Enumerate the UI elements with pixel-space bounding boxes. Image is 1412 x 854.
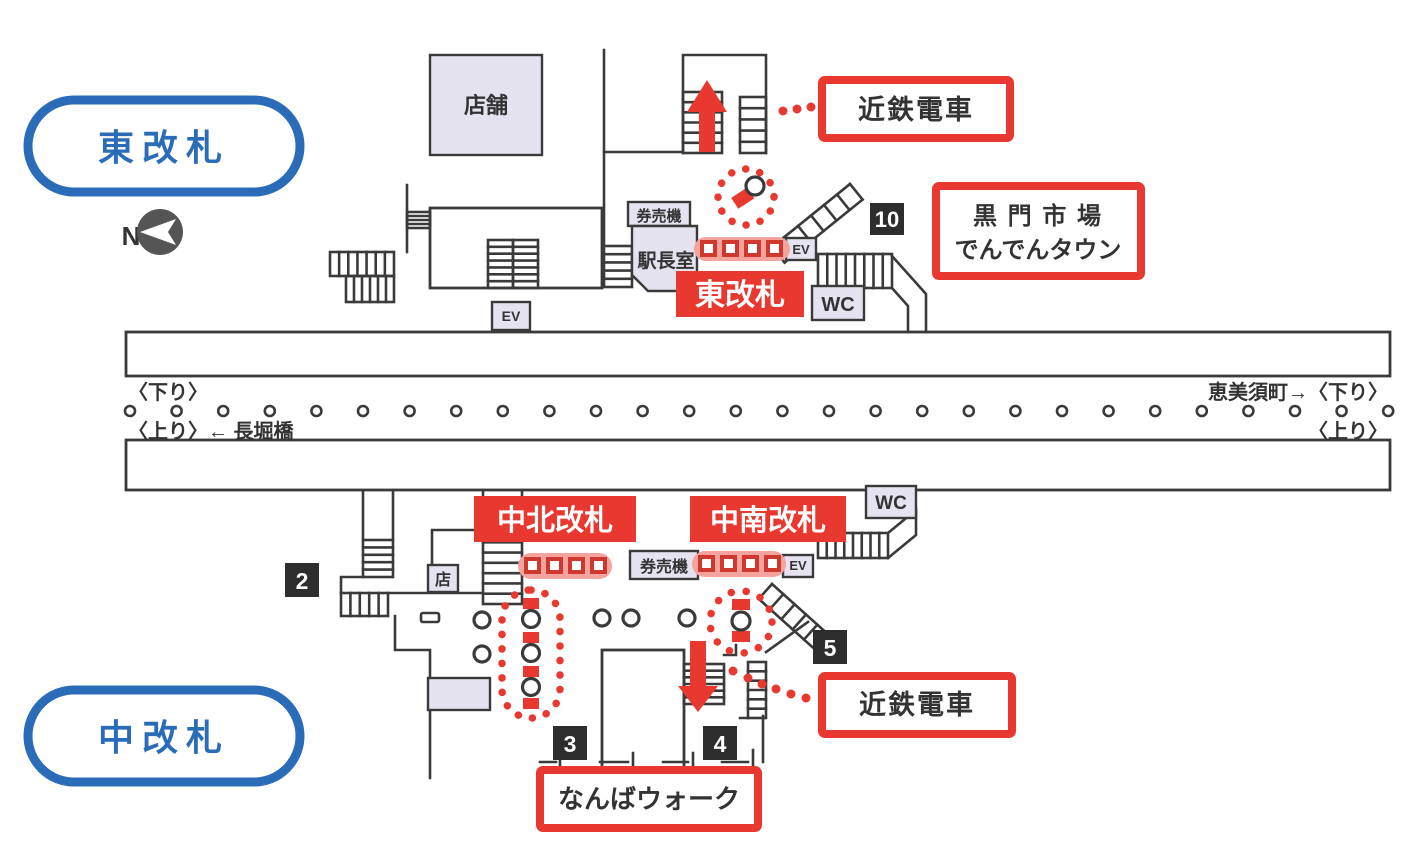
exit-3-number: 3 <box>564 731 577 757</box>
kuromon-denden-box <box>932 182 1145 280</box>
kintetsu-box-top <box>818 76 1014 142</box>
pillar <box>744 175 766 197</box>
elevator-mid-label: EV <box>789 558 807 573</box>
toilet-top-label: WC <box>821 294 854 316</box>
shop-small-label: 店 <box>435 570 451 589</box>
exit-2-badge <box>285 563 319 597</box>
kintetsu-down-arrow <box>678 641 718 712</box>
platform-upper <box>124 330 1392 378</box>
mid-south-gate-label: 中南改札 <box>710 504 826 537</box>
platform-down-right: 恵美須町→〈下り〉 <box>1208 380 1388 404</box>
compass-n-label: N <box>122 221 141 251</box>
station-office-label: 駅長室 <box>636 249 694 272</box>
elevator-top-label: EV <box>792 242 810 257</box>
mid-right-connector <box>886 507 918 560</box>
platform-lower <box>124 438 1392 492</box>
platform-bands <box>124 330 1392 492</box>
mid-north-gate-row <box>518 553 612 579</box>
mid-north-gate-label: 中北改札 <box>497 504 613 537</box>
elevator-concourse-box <box>490 300 532 332</box>
east-gate-pill-label: 東改札 <box>98 127 230 168</box>
rooms <box>419 53 918 712</box>
pillar <box>730 610 752 632</box>
mid-south-gate-row <box>692 551 786 577</box>
counter-bench <box>419 611 441 624</box>
middle-gate-pill-label: 中改札 <box>98 717 230 758</box>
labels: 東改札 中北改札 中南改札 近鉄電車 黒 門 市 場 でんでんタウン 近鉄電車 … <box>23 76 1388 832</box>
pillars <box>123 404 1395 664</box>
namba-walk-box <box>536 766 762 832</box>
top-right-connector <box>890 254 928 334</box>
exit-10-badge <box>870 203 904 235</box>
compass: N <box>122 209 183 255</box>
toilet-top-box <box>810 284 866 322</box>
middle-gate-pill <box>23 685 305 787</box>
denden-label: でんでんタウン <box>955 237 1122 264</box>
exit4-stairwell <box>600 648 686 770</box>
east-gate-pill <box>23 95 305 197</box>
exit-5-badge <box>813 630 847 664</box>
escalator-marker-bottom <box>732 631 750 642</box>
lower-left-outline <box>339 490 485 780</box>
kintetsu-up-arrow <box>687 80 727 152</box>
escalator-marker-bottom <box>732 599 750 610</box>
ticket-machine-top-label: 券売機 <box>636 207 681 225</box>
kintetsu-box-top-label: 近鉄電車 <box>858 94 974 125</box>
mid-south-gate-label-bg <box>690 496 846 542</box>
platform-up-right: 〈上り〉 <box>1308 420 1388 443</box>
ticket-machine-mid-label: 券売機 <box>639 557 688 576</box>
exit4-steps <box>722 643 765 764</box>
exit-3-badge <box>553 726 587 760</box>
shop-large-label: 店舗 <box>464 93 508 118</box>
dotted-highlight-oval <box>498 586 564 722</box>
ticket-gate-squares <box>524 240 783 574</box>
red-layer <box>498 80 816 722</box>
platform-up-left: 〈上り〉← 長堀橋 <box>128 419 295 443</box>
shop-small-box <box>426 563 460 594</box>
kintetsu-box-bottom <box>818 672 1016 738</box>
east-gate-label: 東改札 <box>695 279 785 312</box>
kintetsu-box-bottom-label: 近鉄電車 <box>859 689 975 720</box>
lower-left-kiosk-box <box>426 676 492 712</box>
shop-large-box <box>428 53 544 157</box>
toilet-mid-label: WC <box>875 493 907 514</box>
exit-4-number: 4 <box>714 731 727 757</box>
walls <box>339 48 928 780</box>
compass-north-arrow-icon <box>140 219 176 245</box>
east-gate-label-bg <box>676 271 804 317</box>
platform-down-left: 〈下り〉 <box>128 381 208 404</box>
namba-walk-label: なんばウォーク <box>558 784 740 814</box>
exit5-wall <box>764 620 810 654</box>
exit-4-badge <box>703 726 737 760</box>
mid-north-gate-label-bg <box>474 496 636 542</box>
escalator-bank <box>520 598 542 709</box>
dotted-highlight-circle-bottom <box>706 587 776 657</box>
kuromon-label: 黒 門 市 場 <box>973 202 1103 230</box>
exit-5-number: 5 <box>824 635 837 661</box>
dotted-highlight-circle-top <box>714 165 778 229</box>
elevator-concourse-label: EV <box>502 308 521 324</box>
exit-10-number: 10 <box>875 207 899 232</box>
toilet-mid-box <box>864 484 918 520</box>
stair-ladders <box>328 90 894 720</box>
exit-2-number: 2 <box>296 568 309 594</box>
dotted-connectors <box>728 102 816 703</box>
